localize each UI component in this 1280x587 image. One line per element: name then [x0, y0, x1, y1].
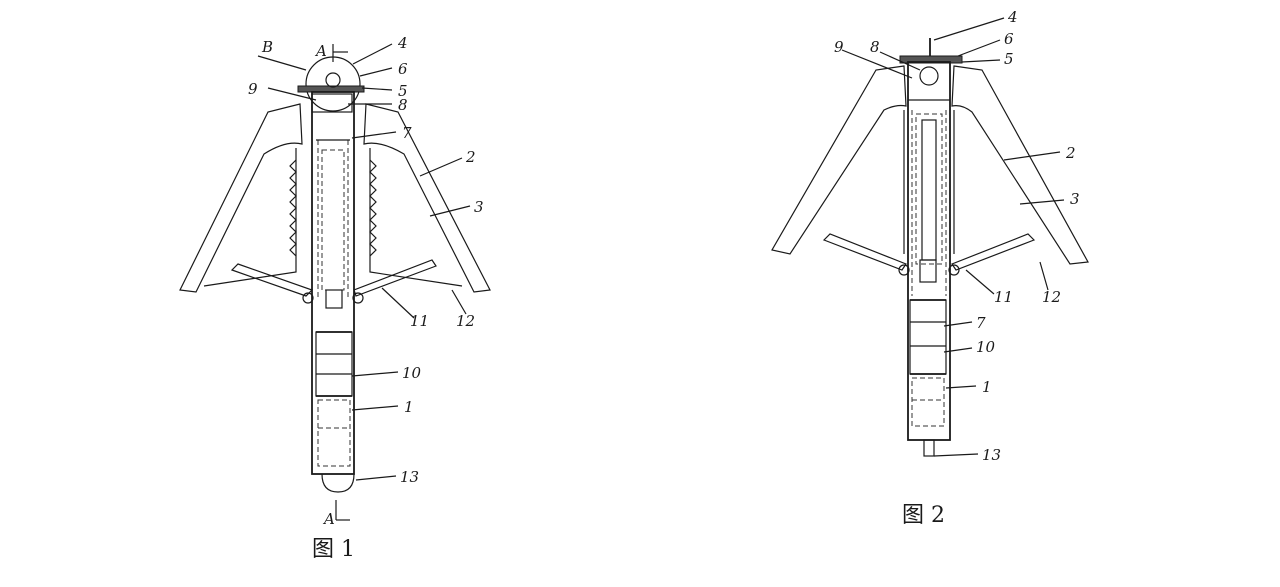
fig1-label-13: 13: [400, 468, 419, 486]
main-tube: [311, 91, 355, 475]
figure-2: 4 6 5 9 8 2 3 11 12 7 10 1 13 图 2: [771, 8, 1089, 528]
pivot-ball: [325, 72, 341, 88]
left-blade: [771, 65, 907, 255]
battery-section: [909, 299, 947, 375]
fig1-label-11: 11: [410, 312, 429, 330]
rod-joint: [325, 289, 343, 309]
right-blade: [363, 103, 491, 293]
fig1-label-5: 5: [398, 82, 408, 100]
right-strut: [353, 259, 437, 297]
fig2-label-8: 8: [870, 38, 880, 56]
fig2-label-1: 1: [982, 378, 992, 396]
rod-joint: [919, 259, 937, 283]
fig1-section-bottom: A: [322, 510, 335, 528]
pivot-ball: [919, 66, 939, 86]
fig2-label-3: 3: [1070, 190, 1080, 208]
fig2-label-12: 12: [1042, 288, 1061, 306]
right-blade: [951, 65, 1089, 265]
fig1-detail-b: B: [261, 38, 273, 56]
fig1-section-top: A: [314, 42, 327, 60]
left-blade: [179, 103, 303, 293]
fig2-label-7: 7: [976, 314, 986, 332]
fig1-label-8: 8: [398, 96, 408, 114]
battery-section: [315, 331, 353, 397]
inner-rod: [321, 149, 345, 291]
figure-1: B A 4 6 5 9 8 7 2 3 11 12 10 1 13 A 图 1: [179, 34, 491, 562]
fig1-label-1: 1: [404, 398, 414, 416]
top-plate: [899, 55, 963, 64]
fig2-label-5: 5: [1004, 50, 1014, 68]
fig2-label-9: 9: [834, 38, 844, 56]
fig1-label-3: 3: [474, 198, 484, 216]
fig1-label-12: 12: [456, 312, 475, 330]
left-strut: [230, 263, 314, 297]
fig1-label-7: 7: [402, 124, 412, 142]
right-strut: [951, 233, 1036, 271]
fig2-label-10: 10: [976, 338, 996, 356]
left-strut: [822, 233, 907, 271]
bottom-pin: [923, 439, 935, 457]
fig2-label-2: 2: [1065, 144, 1076, 162]
fig2-label-4: 4: [1007, 8, 1018, 26]
fig1-label-2: 2: [465, 148, 476, 166]
fig1-label-6: 6: [398, 60, 408, 78]
fig1-label-9: 9: [248, 80, 258, 98]
fig2-label-11: 11: [994, 288, 1013, 306]
right-serration: [369, 159, 377, 257]
fig1-label-4: 4: [397, 34, 408, 52]
fig1-caption: 图 1: [312, 537, 355, 562]
fig2-label-6: 6: [1004, 30, 1014, 48]
upper-block: [311, 93, 353, 113]
left-serration: [289, 159, 297, 257]
fig2-caption: 图 2: [902, 503, 945, 528]
bottom-hook: [321, 473, 355, 493]
fig1-label-10: 10: [402, 364, 422, 382]
main-tube: [907, 61, 951, 441]
fig2-label-13: 13: [982, 446, 1001, 464]
inner-rod: [915, 113, 943, 265]
